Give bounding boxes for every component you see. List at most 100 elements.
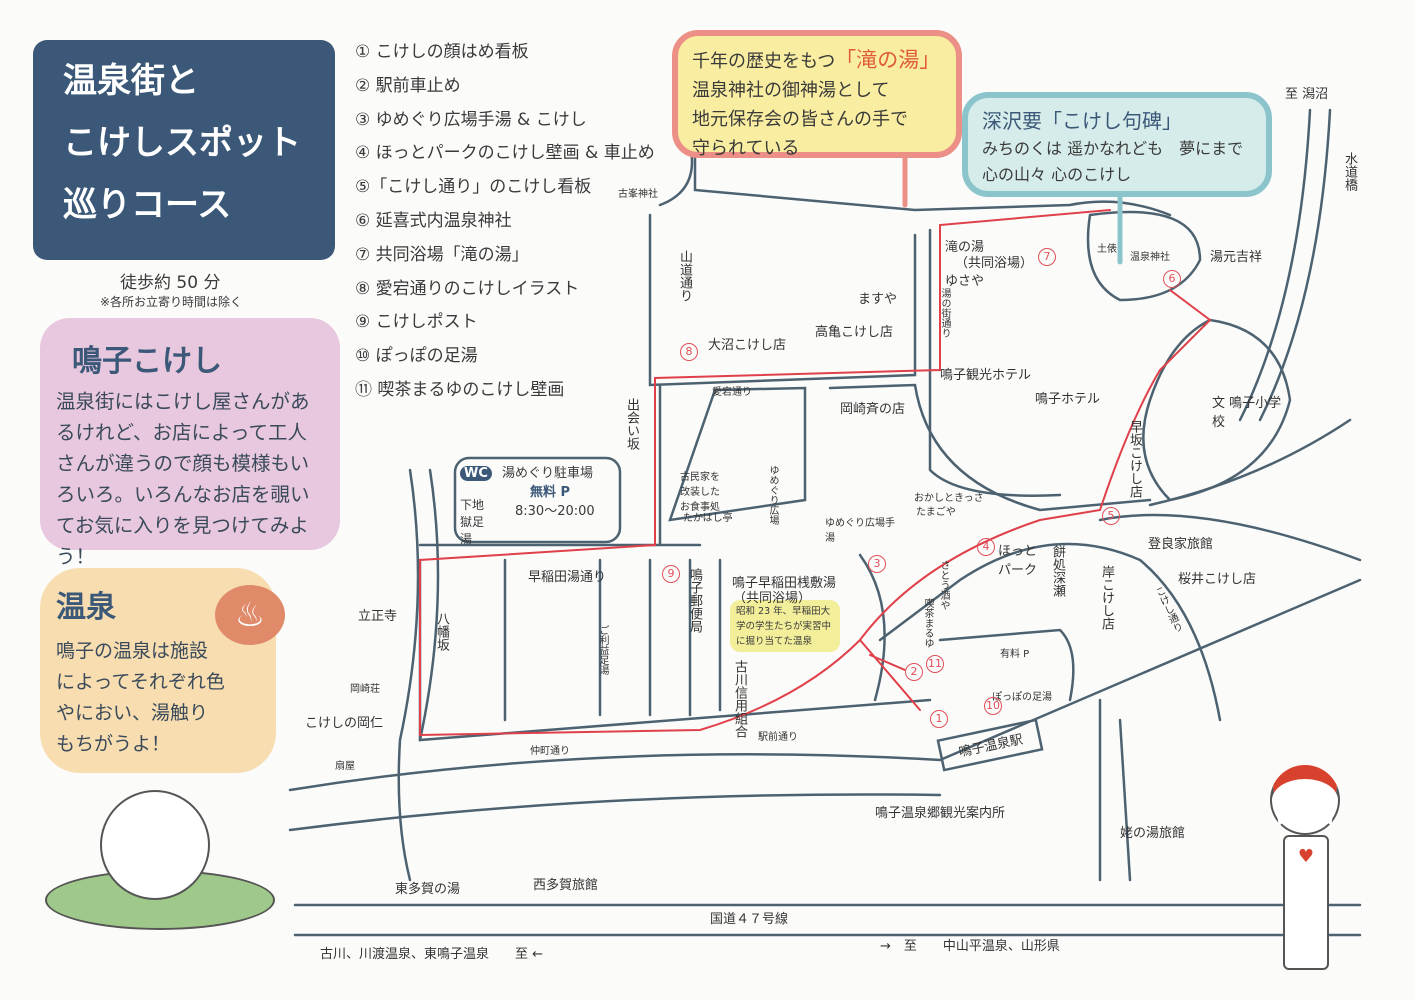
spot-legend: ① こけしの顔はめ看板 ② 駅前車止め ③ ゆめぐり広場手湯 & こけし ④ ほ… <box>355 36 655 408</box>
label-yusaya: ゆさや <box>945 274 985 289</box>
spot-marker-8[interactable]: 8 <box>680 343 698 361</box>
label-poppo: ぽっぽの足湯 <box>992 692 1052 703</box>
label-okani: こけしの岡仁 <box>305 716 384 731</box>
label-waseda-street: 早稲田湯通り <box>528 570 607 585</box>
label-naruko-hotel: 鳴子ホテル <box>1035 392 1101 407</box>
label-waseda-kyodo: （共同浴場） <box>733 591 812 606</box>
spot-marker-3[interactable]: 3 <box>868 555 886 573</box>
bathing-kokeshi-face-icon <box>100 790 210 900</box>
label-kominka: 古民家を改装したお食事処 <box>680 472 720 513</box>
label-yamamichi: 山道通り <box>677 250 692 302</box>
onsen-text: 鳴子の温泉は施設によってそれぞれ色やにおい、湯触りもちがうよ！ <box>56 640 225 755</box>
wc-badge: WC <box>460 466 492 481</box>
walk-note: ※各所お立寄り時間は除く <box>100 295 243 309</box>
spot-marker-10[interactable]: 10 <box>984 697 1002 715</box>
label-east-direction: → 至 中山平温泉、山形県 <box>880 939 1060 954</box>
label-hayasaka: 早坂こけし店 <box>1127 420 1142 498</box>
kokeshi-info-box: 鳴子こけし 温泉街にはこけし屋さんがあるけれど、お店によって工人さんが違うので顔… <box>40 318 340 568</box>
kokeshi-text: 温泉街にはこけし屋さんがあるけれど、お店によって工人さんが違うので顔も模様もいろ… <box>56 390 310 568</box>
spot-marker-4[interactable]: 4 <box>977 538 995 556</box>
title-line: 温泉街と <box>63 61 199 101</box>
parking-hours: 8:30～20:00 <box>515 504 595 519</box>
kokeshi-character-icon <box>1270 765 1340 835</box>
label-okazaki: 岡崎斉の店 <box>840 402 906 417</box>
course-title: 温泉街と こけしスポット 巡りコース <box>33 40 335 260</box>
label-deaizaka: 出会い坂 <box>624 398 639 450</box>
label-route47: 国道４７号線 <box>710 912 789 927</box>
label-risshoji: 立正寺 <box>358 609 398 624</box>
walk-time: 徒歩約 50 分 <box>120 273 221 293</box>
bubble-title: 深沢要「こけし句碑」 <box>982 109 1182 133</box>
label-onsen-jinja: 温泉神社 <box>1130 252 1170 263</box>
label-kyodo: （共同浴場） <box>955 256 1034 271</box>
label-tamagoya-sub: おかしときっさ <box>914 493 984 504</box>
label-nakamachi: 仲町通り <box>530 746 570 757</box>
spot-marker-2[interactable]: 2 <box>905 663 923 681</box>
bubble-text: 心の山々 心のこけし <box>982 165 1132 184</box>
label-ubanoyu: 姥の湯旅館 <box>1120 826 1186 841</box>
legend-item: ⑦ 共同浴場「滝の湯」 <box>355 244 529 265</box>
label-yunomachi: 湯の街通り <box>939 288 950 338</box>
spot-marker-5[interactable]: 5 <box>1102 507 1120 525</box>
spot-marker-1[interactable]: 1 <box>930 710 948 728</box>
label-takakame: 高亀こけし店 <box>815 325 894 340</box>
label-maruyu: 喫茶まるゆ <box>922 598 933 648</box>
label-sato: さとう酒や <box>938 560 949 610</box>
label-takahashi: たかはし亭 <box>683 513 733 524</box>
onsen-icon: ♨ <box>215 585 285 645</box>
bubble-text: 守られている <box>692 138 800 159</box>
label-goriyaku: ご利益足湯 <box>597 625 608 675</box>
label-ekimae: 駅前通り <box>758 732 798 743</box>
label-tamagoya: たまごや <box>916 507 956 518</box>
title-line: こけしスポット <box>63 123 301 163</box>
label-okazakiso: 岡崎荘 <box>350 684 380 695</box>
legend-item: ① こけしの顔はめ看板 <box>355 42 529 62</box>
bubble-text: 千年の歴史をもつ <box>692 51 836 72</box>
parking-free: 無料 P <box>530 485 571 500</box>
bubble-text: みちのくは 遥かなれども 夢にまで <box>982 139 1244 158</box>
legend-item: ② 駅前車止め <box>355 75 461 96</box>
label-mochi: 餅処深瀬 <box>1050 545 1065 597</box>
spot-marker-9[interactable]: 9 <box>662 565 680 583</box>
kokeshi-body-icon: ♥ <box>1283 835 1329 970</box>
kuhi-bubble: 深沢要「こけし句碑」 みちのくは 遥かなれども 夢にまで 心の山々 心のこけし <box>962 92 1272 197</box>
legend-item: ⑥ 延喜式内温泉神社 <box>355 210 512 231</box>
legend-item: ③ ゆめぐり広場手湯 & こけし <box>355 109 587 130</box>
label-masuya: ますや <box>858 292 898 307</box>
label-higashitaga: 東多賀の湯 <box>395 882 461 897</box>
label-dohyo: 土俵 <box>1097 244 1117 255</box>
label-west-direction: 古川、川渡温泉、東鳴子温泉 至 ← <box>320 947 544 962</box>
label-suidobashi: 水道橋 <box>1342 152 1357 191</box>
bubble-text: 地元保存会の皆さんの手で <box>692 109 908 130</box>
label-school: 文 鳴子小学校 <box>1212 396 1282 430</box>
legend-item: ⑪ 喫茶まるゆのこけし壁画 <box>355 379 565 400</box>
parking-box: WC 湯めぐり駐車場 無料 P 8:30～20:00 下地獄足湯 <box>460 462 595 546</box>
legend-item: ④ ほっとパークのこけし壁画 & 車止め <box>355 143 655 164</box>
label-teyu: ゆめぐり広場手湯 <box>825 518 895 544</box>
label-nishitaga: 西多賀旅館 <box>533 878 599 893</box>
label-atago-street: 愛宕通り <box>712 387 752 398</box>
walking-route <box>419 209 1212 737</box>
waseda-info-note: 昭和 23 年、早稲田大学の学生たちが実習中に掘り当てた温泉 <box>730 600 840 652</box>
label-hachimanzaka: 八幡坂 <box>434 612 449 651</box>
bubble-highlight: 「滝の湯」 <box>835 48 941 72</box>
legend-item: ⑧ 愛宕通りのこけしイラスト <box>355 278 580 299</box>
label-katanuma: 至 潟沼 <box>1285 87 1329 102</box>
label-kishi: 岸こけし店 <box>1099 565 1114 630</box>
label-hotpark: ほっとパーク <box>998 544 1038 578</box>
bubble-text: 温泉神社の御神湯として <box>692 80 890 101</box>
label-sakurai: 桜井こけし店 <box>1178 572 1257 587</box>
label-waseda-bath: 鳴子早稲田桟敷湯 <box>732 576 837 591</box>
label-torake: 登良家旅館 <box>1148 537 1214 552</box>
legend-item: ⑨ こけしポスト <box>355 312 478 333</box>
ashiyu-label: 下地獄足湯 <box>460 498 485 546</box>
roads <box>288 108 1362 937</box>
label-kanko-hotel: 鳴子観光ホテル <box>940 368 1032 383</box>
label-yumeguri: ゆめぐり広場 <box>767 465 778 525</box>
label-annaijo: 鳴子温泉郷観光案内所 <box>875 806 1006 821</box>
title-line: 巡りコース <box>63 185 232 225</box>
spot-marker-6[interactable]: 6 <box>1163 270 1181 288</box>
spot-marker-11[interactable]: 11 <box>926 655 944 673</box>
spot-marker-7[interactable]: 7 <box>1038 248 1056 266</box>
label-onuma: 大沼こけし店 <box>708 338 787 353</box>
